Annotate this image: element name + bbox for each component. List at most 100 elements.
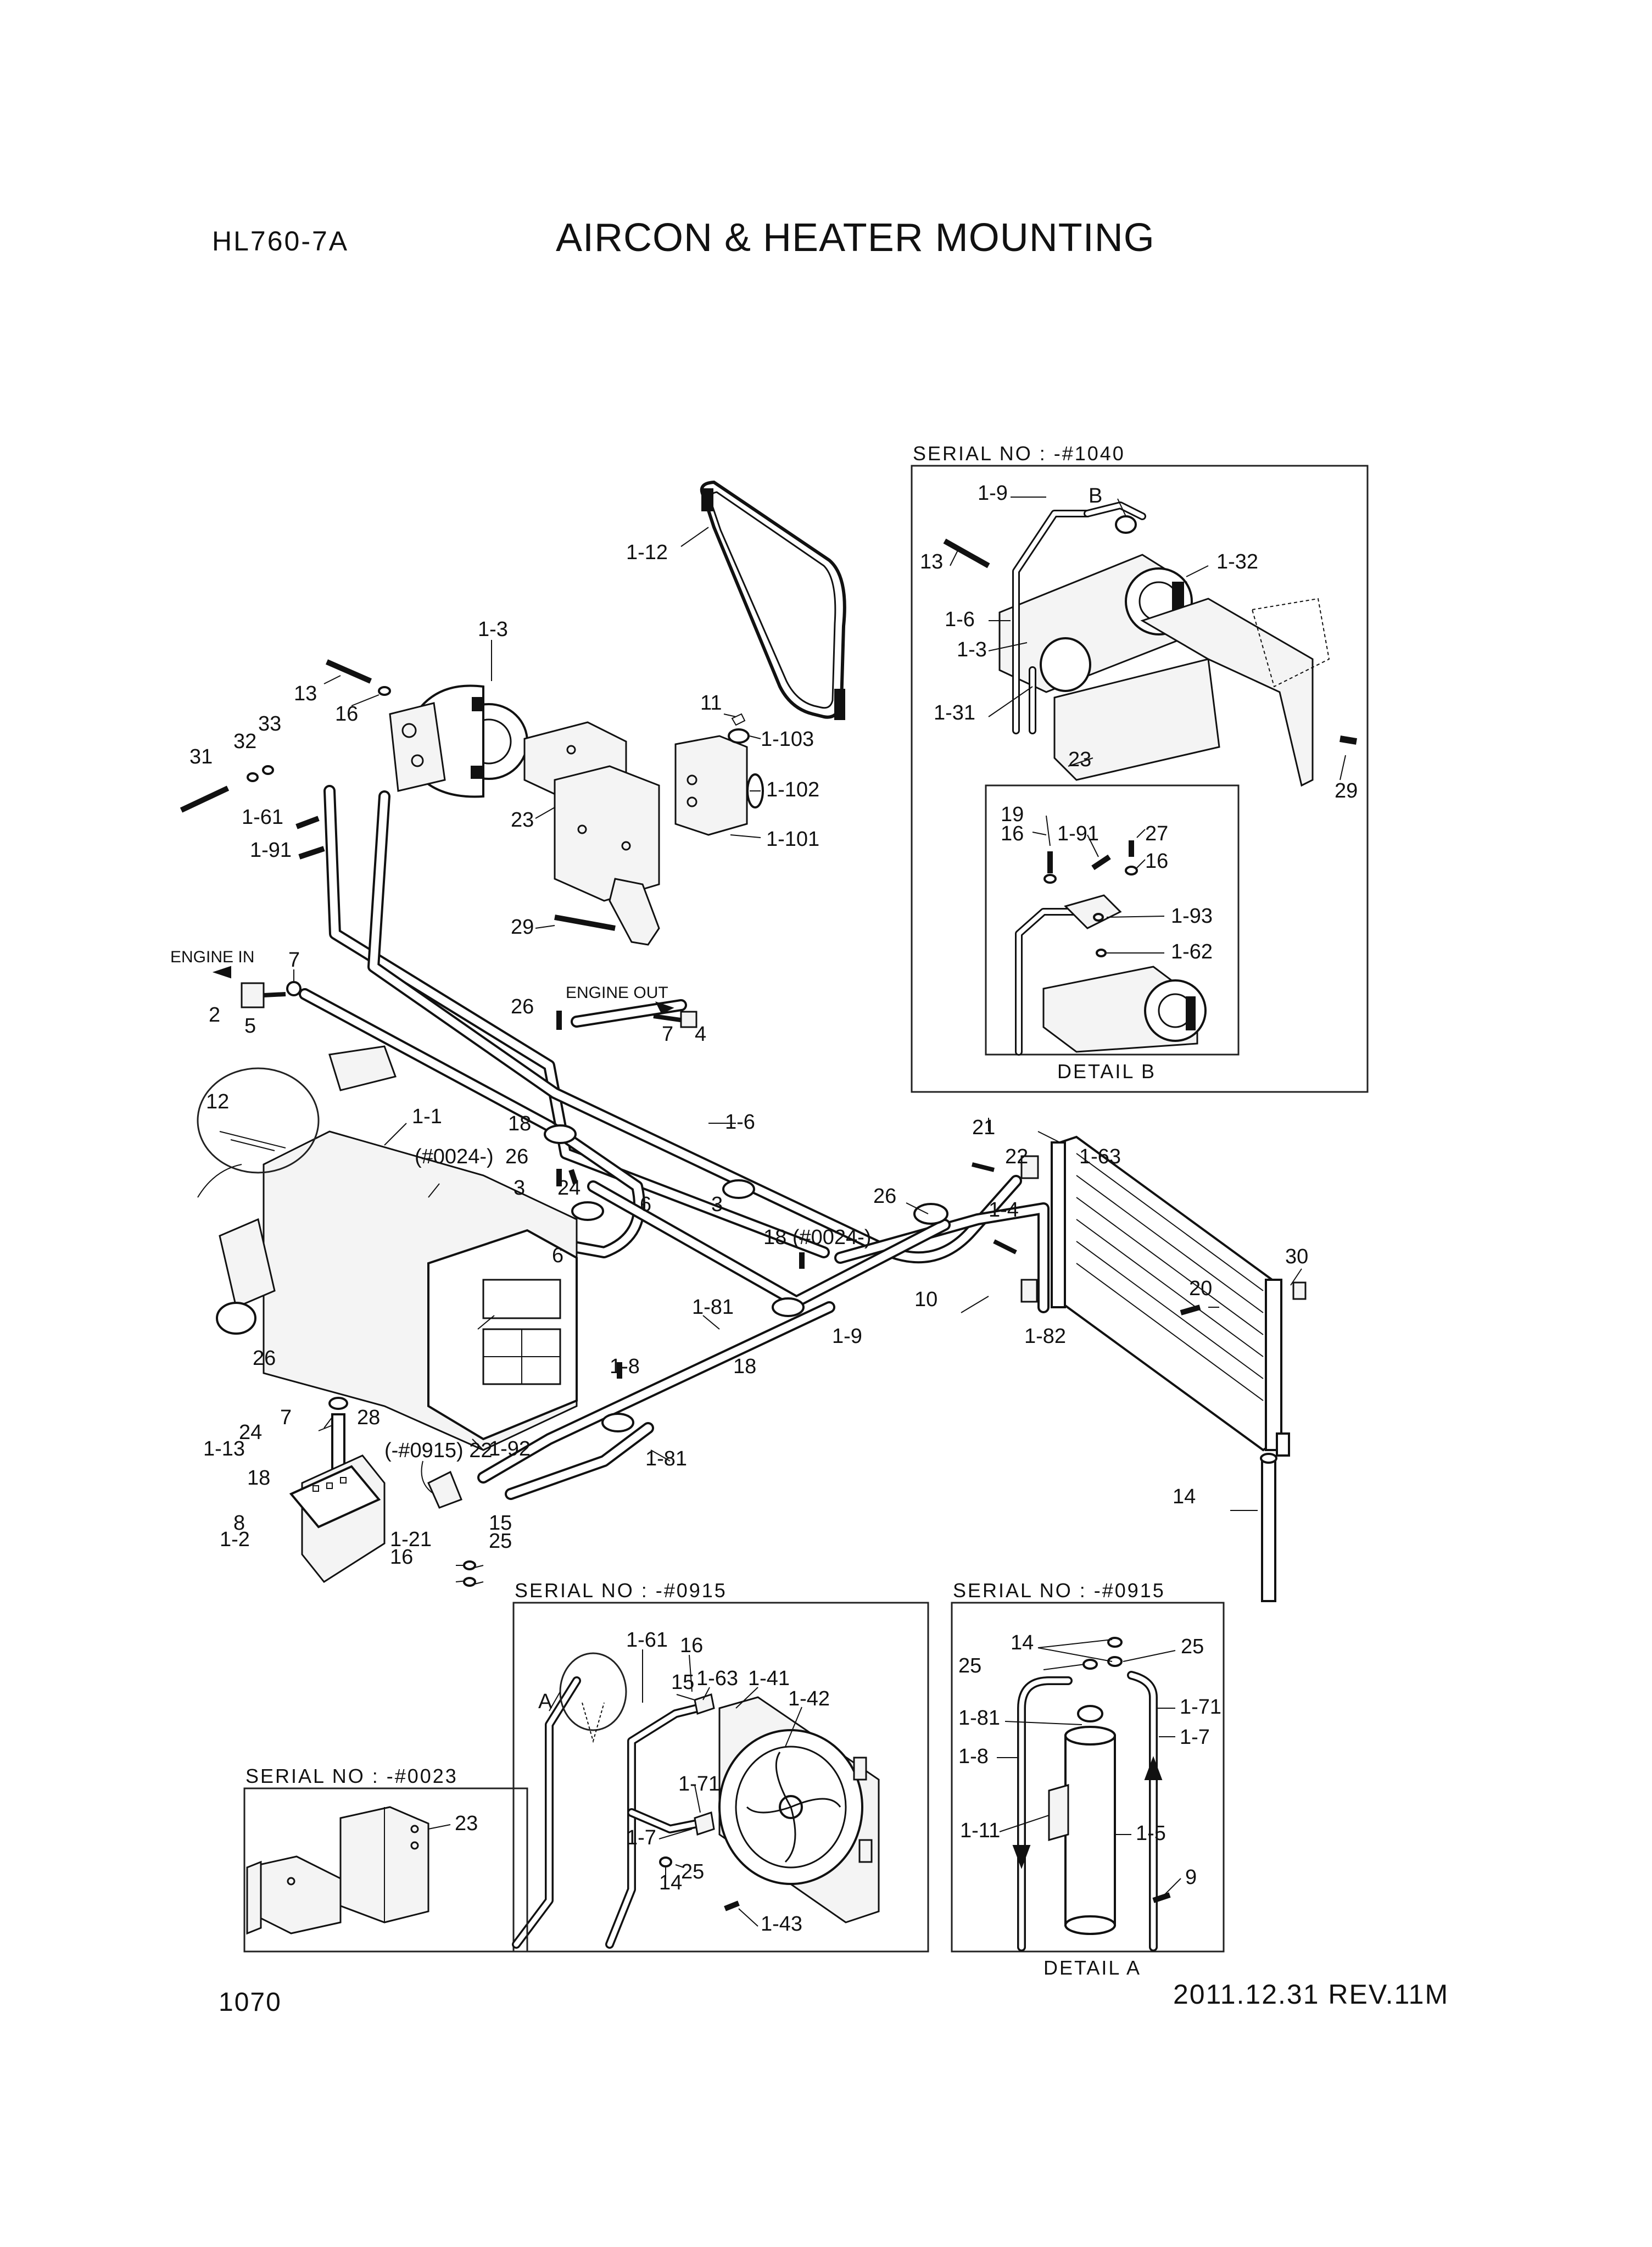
callout-main-23: 1-1 bbox=[412, 1105, 442, 1128]
callout-main-44: 1-9 bbox=[832, 1325, 862, 1348]
callout-serial-0915-receiver-1: 14 bbox=[1011, 1631, 1034, 1654]
callout-serial-1040-4: 1-32 bbox=[1216, 550, 1258, 573]
callout-main-17: 2 bbox=[209, 1003, 220, 1027]
inset-frame bbox=[985, 784, 1240, 1056]
callout-main-48: 7 bbox=[280, 1406, 292, 1429]
callout-main-40: 20 bbox=[1189, 1277, 1212, 1300]
callout-main-30: 6 bbox=[640, 1193, 651, 1216]
callout-main-24: 18 bbox=[508, 1112, 531, 1135]
callout-serial-0915-fan-2: 16 bbox=[680, 1634, 703, 1657]
callout-main-62: 14 bbox=[1173, 1485, 1196, 1508]
leader-lines bbox=[293, 527, 1302, 1585]
hose-clamps bbox=[544, 1124, 948, 1432]
heater-unit bbox=[197, 1045, 578, 1451]
inset-caption: DETAIL B bbox=[1057, 1060, 1156, 1083]
inset-serial-1040: SERIAL NO : -#1040 bbox=[911, 442, 1369, 1093]
inset-serial-0023: SERIAL NO : -#0023 bbox=[243, 1765, 528, 1953]
callout-serial-1040-1: 1-9 bbox=[978, 482, 1008, 505]
callout-serial-0915-receiver-7: 1-7 bbox=[1180, 1726, 1210, 1749]
callout-serial-0915-receiver-6: 1-8 bbox=[958, 1745, 989, 1768]
inset-detail-b: DETAIL B bbox=[985, 784, 1240, 1083]
callout-main-33: 18 (#0024-) bbox=[763, 1226, 871, 1249]
inset-frame bbox=[951, 1602, 1225, 1953]
callout-main-32: 6 bbox=[552, 1244, 563, 1267]
callout-detail-b-4: 27 bbox=[1145, 822, 1168, 845]
callout-main-12: 1-102 bbox=[766, 778, 819, 801]
callout-serial-0915-fan-12: 1-43 bbox=[761, 1913, 802, 1936]
main-assembly bbox=[180, 480, 1307, 1602]
callout-main-49: 28 bbox=[357, 1406, 380, 1429]
clamp-bolts bbox=[556, 1011, 805, 1379]
callout-main-55: 18 bbox=[247, 1467, 270, 1490]
control-panel bbox=[289, 1454, 386, 1583]
callout-detail-b-7: 1-62 bbox=[1171, 940, 1213, 963]
engine-out-label: ENGINE OUT bbox=[566, 984, 668, 1002]
callout-serial-1040-5: 1-6 bbox=[945, 608, 975, 631]
callout-main-27: 26 bbox=[505, 1145, 528, 1168]
callout-main-51: 1-13 bbox=[203, 1437, 245, 1460]
condenser-fittings bbox=[972, 1155, 1307, 1315]
mounting-bolts bbox=[180, 659, 616, 931]
callout-serial-0915-receiver-10: 9 bbox=[1185, 1866, 1197, 1889]
drive-belt bbox=[700, 480, 846, 720]
callout-main-22: 12 bbox=[206, 1090, 229, 1113]
callout-main-25: 1-6 bbox=[725, 1111, 755, 1134]
callout-main-4: 16 bbox=[335, 702, 358, 726]
callout-serial-0915-receiver-8: 1-11 bbox=[960, 1819, 1000, 1842]
callout-serial-0915-fan-10: 14 bbox=[659, 1871, 682, 1894]
callout-main-47: 26 bbox=[253, 1347, 276, 1370]
callout-serial-0915-fan-3: 15 bbox=[671, 1671, 694, 1694]
callout-serial-1040-6: 1-3 bbox=[957, 638, 987, 661]
callout-serial-0915-fan-8: 1-71 bbox=[678, 1772, 720, 1796]
callout-serial-1040-8: 23 bbox=[1068, 748, 1091, 771]
callout-serial-1040-7: 1-31 bbox=[934, 701, 975, 724]
callout-main-10: 11 bbox=[700, 692, 722, 715]
callout-main-45: 18 bbox=[733, 1355, 756, 1378]
callout-main-15: 29 bbox=[511, 916, 534, 939]
inset-heading: SERIAL NO : -#0023 bbox=[245, 1765, 458, 1787]
callout-detail-b-1: 19 bbox=[1001, 803, 1024, 826]
inset-frame bbox=[911, 465, 1369, 1093]
callout-serial-1040-2: B bbox=[1089, 484, 1102, 508]
callout-main-31: 3 bbox=[711, 1193, 723, 1216]
callout-main-57: 1-2 bbox=[220, 1528, 250, 1551]
inset-heading: SERIAL NO : -#0915 bbox=[953, 1579, 1165, 1602]
callout-detail-b-6: 1-93 bbox=[1171, 905, 1213, 928]
inset-caption: DETAIL A bbox=[1043, 1956, 1141, 1979]
callout-main-61: 25 bbox=[489, 1530, 512, 1553]
callout-main-6: 32 bbox=[233, 730, 256, 753]
callout-main-42: 1-82 bbox=[1024, 1325, 1066, 1348]
callout-main-19: 4 bbox=[695, 1023, 706, 1046]
callout-main-38: 1-4 bbox=[989, 1198, 1019, 1222]
callout-main-14: 23 bbox=[511, 809, 534, 832]
callout-main-52: (-#0915) 22 bbox=[384, 1439, 492, 1462]
callout-main-59: 16 bbox=[390, 1546, 413, 1569]
callout-main-41: 10 bbox=[914, 1288, 937, 1311]
callout-main-58: 1-21 bbox=[390, 1528, 432, 1551]
callout-serial-0915-fan-6: 1-42 bbox=[788, 1687, 830, 1710]
liquid-pipe bbox=[1260, 1453, 1277, 1602]
callout-main-11: 1-103 bbox=[761, 728, 814, 751]
callout-main-36: 22 bbox=[1005, 1145, 1028, 1168]
expansion-valve bbox=[674, 713, 764, 836]
compressor-bracket bbox=[523, 721, 660, 946]
callout-serial-0915-receiver-2: 25 bbox=[1181, 1635, 1204, 1658]
callout-main-5: 33 bbox=[258, 712, 281, 735]
inset-frame bbox=[512, 1602, 929, 1953]
callout-main-20: 7 bbox=[662, 1023, 673, 1046]
callout-serial-0915-receiver-4: 1-81 bbox=[958, 1707, 1000, 1730]
callout-main-7: 31 bbox=[189, 745, 213, 768]
condenser bbox=[1051, 1135, 1290, 1457]
callout-detail-b-2: 16 bbox=[1001, 822, 1024, 845]
callout-main-50: 24 bbox=[239, 1421, 262, 1444]
callout-main-39: 30 bbox=[1285, 1245, 1308, 1268]
callout-main-2: 1-3 bbox=[478, 618, 508, 641]
callout-serial-0023-1: 23 bbox=[455, 1812, 478, 1835]
callout-serial-1040-9: 29 bbox=[1335, 779, 1358, 802]
callout-main-56: 8 bbox=[233, 1512, 245, 1535]
callout-main-3: 13 bbox=[294, 682, 317, 705]
page-number: 1070 bbox=[219, 1988, 282, 2017]
callout-detail-b-3: 1-91 bbox=[1057, 822, 1099, 845]
